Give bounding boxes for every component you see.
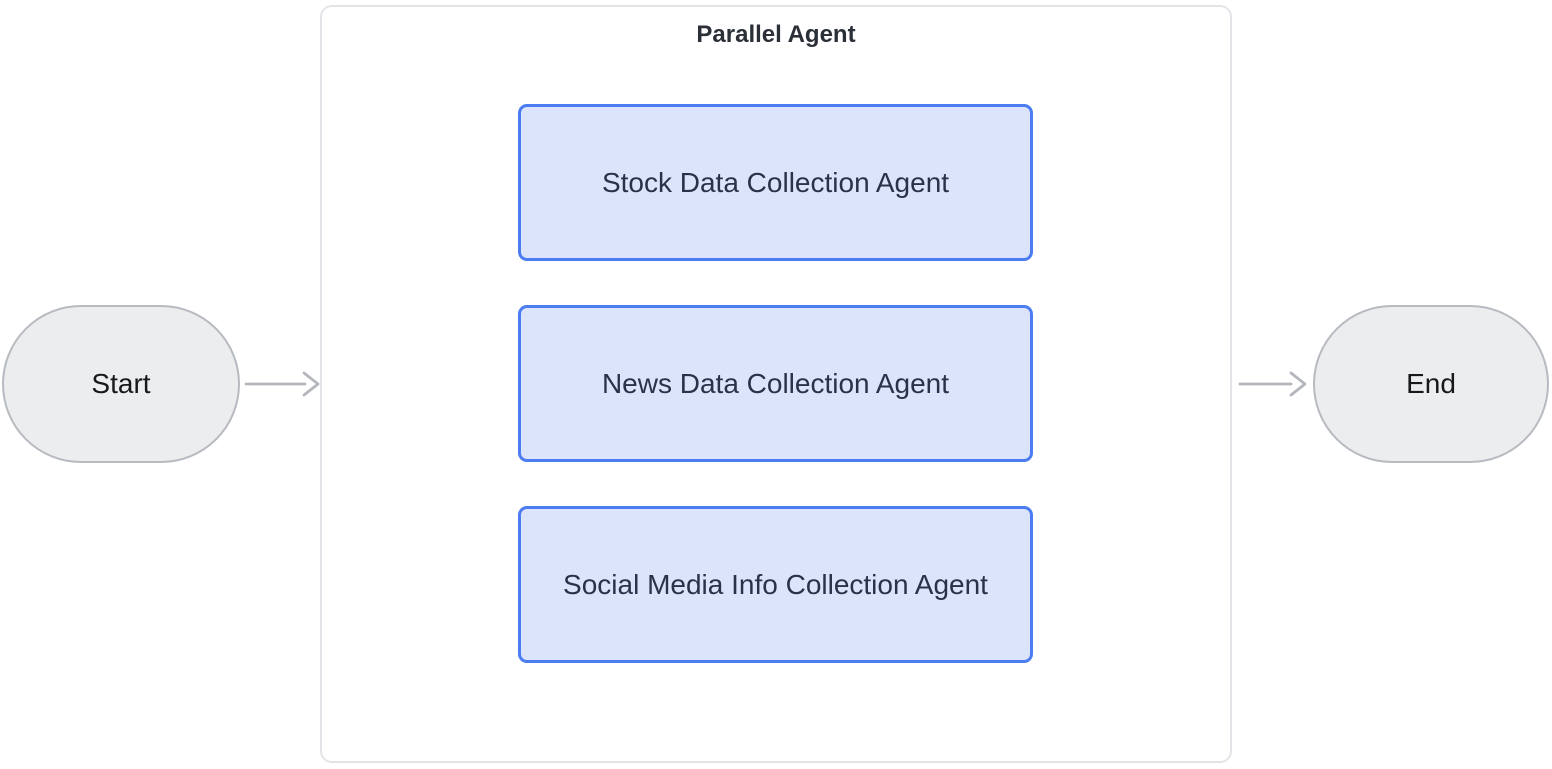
edge-start-to-group [244, 371, 320, 397]
edge-group-to-end [1238, 371, 1307, 397]
node-social-media-info-collection-agent: Social Media Info Collection Agent [518, 506, 1033, 663]
node-end-label: End [1406, 368, 1456, 399]
arrowhead-icon [302, 371, 320, 397]
node-news-data-collection-agent: News Data Collection Agent [518, 305, 1033, 462]
parallel-agent-group-title: Parallel Agent [696, 21, 856, 48]
node-news-label: News Data Collection Agent [601, 367, 950, 399]
node-stock-label: Stock Data Collection Agent [601, 166, 950, 198]
node-end: End [1313, 305, 1549, 463]
node-social-label: Social Media Info Collection Agent [563, 568, 988, 600]
node-start-label: Start [91, 368, 151, 399]
node-stock-data-collection-agent: Stock Data Collection Agent [518, 104, 1033, 261]
arrowhead-icon [1289, 371, 1307, 397]
node-start: Start [2, 305, 240, 463]
